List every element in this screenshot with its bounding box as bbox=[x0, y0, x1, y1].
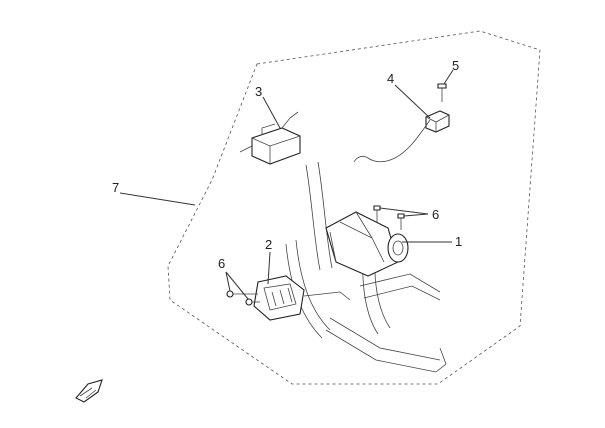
assembly-boundary bbox=[167, 30, 541, 385]
leader-7 bbox=[119, 192, 196, 206]
leader-3 bbox=[262, 96, 281, 129]
leader-6a-a bbox=[225, 271, 231, 292]
bolt-lower bbox=[226, 290, 260, 306]
leader-4 bbox=[394, 84, 431, 119]
leader-6b-a bbox=[379, 207, 429, 215]
callout-4: 4 bbox=[387, 71, 394, 86]
front-arrow-icon bbox=[75, 379, 103, 403]
leader-6a-b bbox=[225, 271, 249, 300]
handlebar-switch bbox=[353, 110, 450, 163]
callout-6-upper: 6 bbox=[432, 207, 439, 222]
callout-2: 2 bbox=[265, 237, 272, 252]
leader-6b-b bbox=[403, 213, 429, 217]
leader-5 bbox=[443, 69, 454, 85]
relay-box bbox=[239, 111, 301, 165]
bolt-upper bbox=[373, 205, 405, 230]
screw bbox=[437, 83, 447, 102]
callout-7: 7 bbox=[112, 180, 119, 195]
winch-motor bbox=[325, 211, 409, 277]
callout-3: 3 bbox=[255, 84, 262, 99]
winch-bracket bbox=[253, 275, 351, 321]
callout-6-lower: 6 bbox=[218, 256, 225, 271]
leader-2 bbox=[267, 251, 271, 285]
callout-1: 1 bbox=[455, 234, 462, 249]
callout-5: 5 bbox=[452, 58, 459, 73]
